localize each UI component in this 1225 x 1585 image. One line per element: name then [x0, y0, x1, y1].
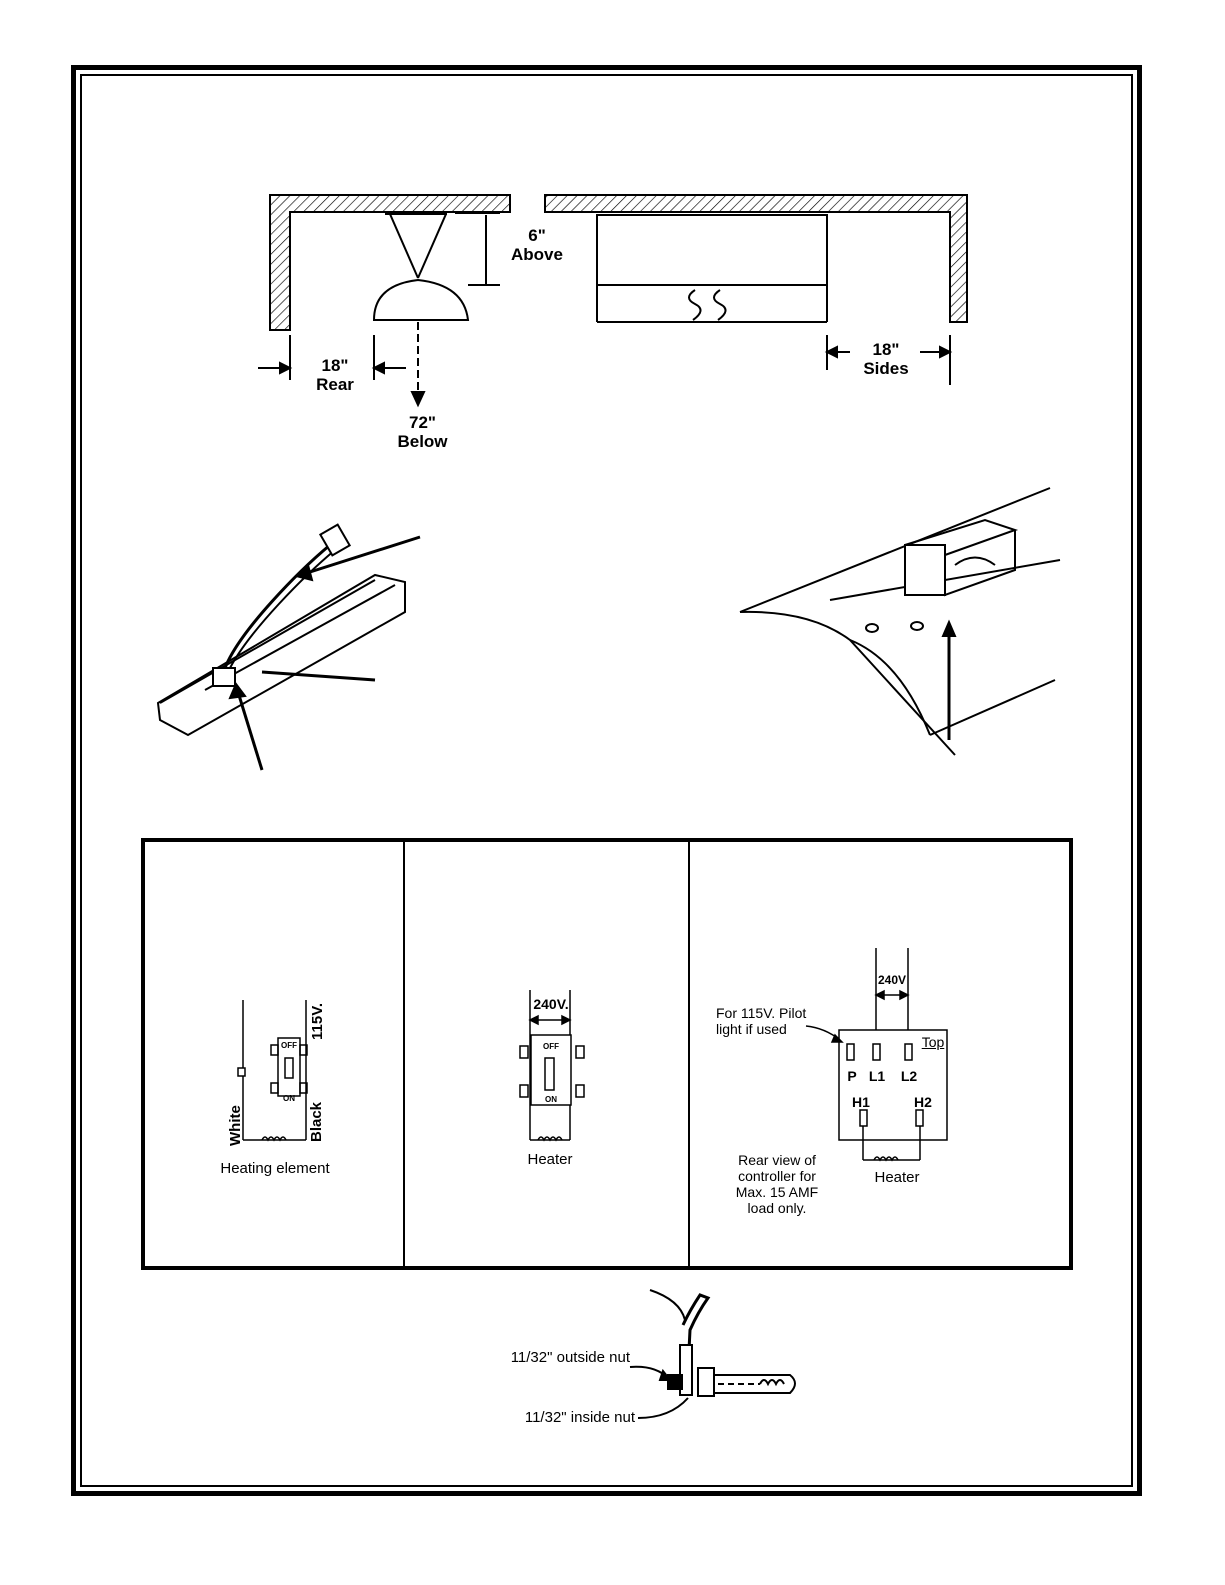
- terminal-l2: L2: [898, 1068, 920, 1084]
- label-white-wire: White: [227, 1105, 244, 1146]
- label-240v: 240V.: [528, 996, 574, 1012]
- terminal-p: P: [842, 1068, 862, 1084]
- controller-note: Rear view of controller for Max. 15 AMF …: [722, 1152, 832, 1216]
- label-inside-nut: 11/32" inside nut: [470, 1410, 635, 1426]
- caption-heating-element: Heating element: [200, 1161, 350, 1177]
- pilot-light-note: For 115V. Pilot light if used: [716, 1005, 836, 1037]
- caption-controller-heater: Heater: [862, 1170, 932, 1186]
- label-outside-nut: 11/32" outside nut: [465, 1350, 630, 1366]
- label-black-wire: Black: [308, 1102, 325, 1142]
- panel-divider: [403, 842, 405, 1266]
- caption-heater: Heater: [510, 1152, 590, 1168]
- switch-off: OFF: [538, 1040, 564, 1053]
- label-top: Top: [918, 1034, 948, 1050]
- label-115v: 115V.: [309, 1003, 326, 1040]
- junction-box-illustration: [740, 488, 1060, 755]
- label-sides: 18" Sides: [850, 340, 922, 378]
- element-detail: [630, 1290, 795, 1418]
- switch-on: ON: [538, 1093, 564, 1106]
- terminal-h1: H1: [850, 1094, 872, 1110]
- terminal-l1: L1: [866, 1068, 888, 1084]
- terminal-h2: H2: [912, 1094, 934, 1110]
- heater-cord-illustration: [158, 525, 420, 770]
- label-240v-controller: 240V: [874, 972, 910, 988]
- switch-off: OFF: [277, 1039, 301, 1052]
- label-above: 6" Above: [502, 226, 572, 264]
- label-below: 72" Below: [385, 413, 460, 451]
- wiring-diagrams-box: [141, 838, 1073, 1270]
- switch-on: ON: [277, 1092, 301, 1105]
- panel-divider: [688, 842, 690, 1266]
- label-rear: 18" Rear: [300, 356, 370, 394]
